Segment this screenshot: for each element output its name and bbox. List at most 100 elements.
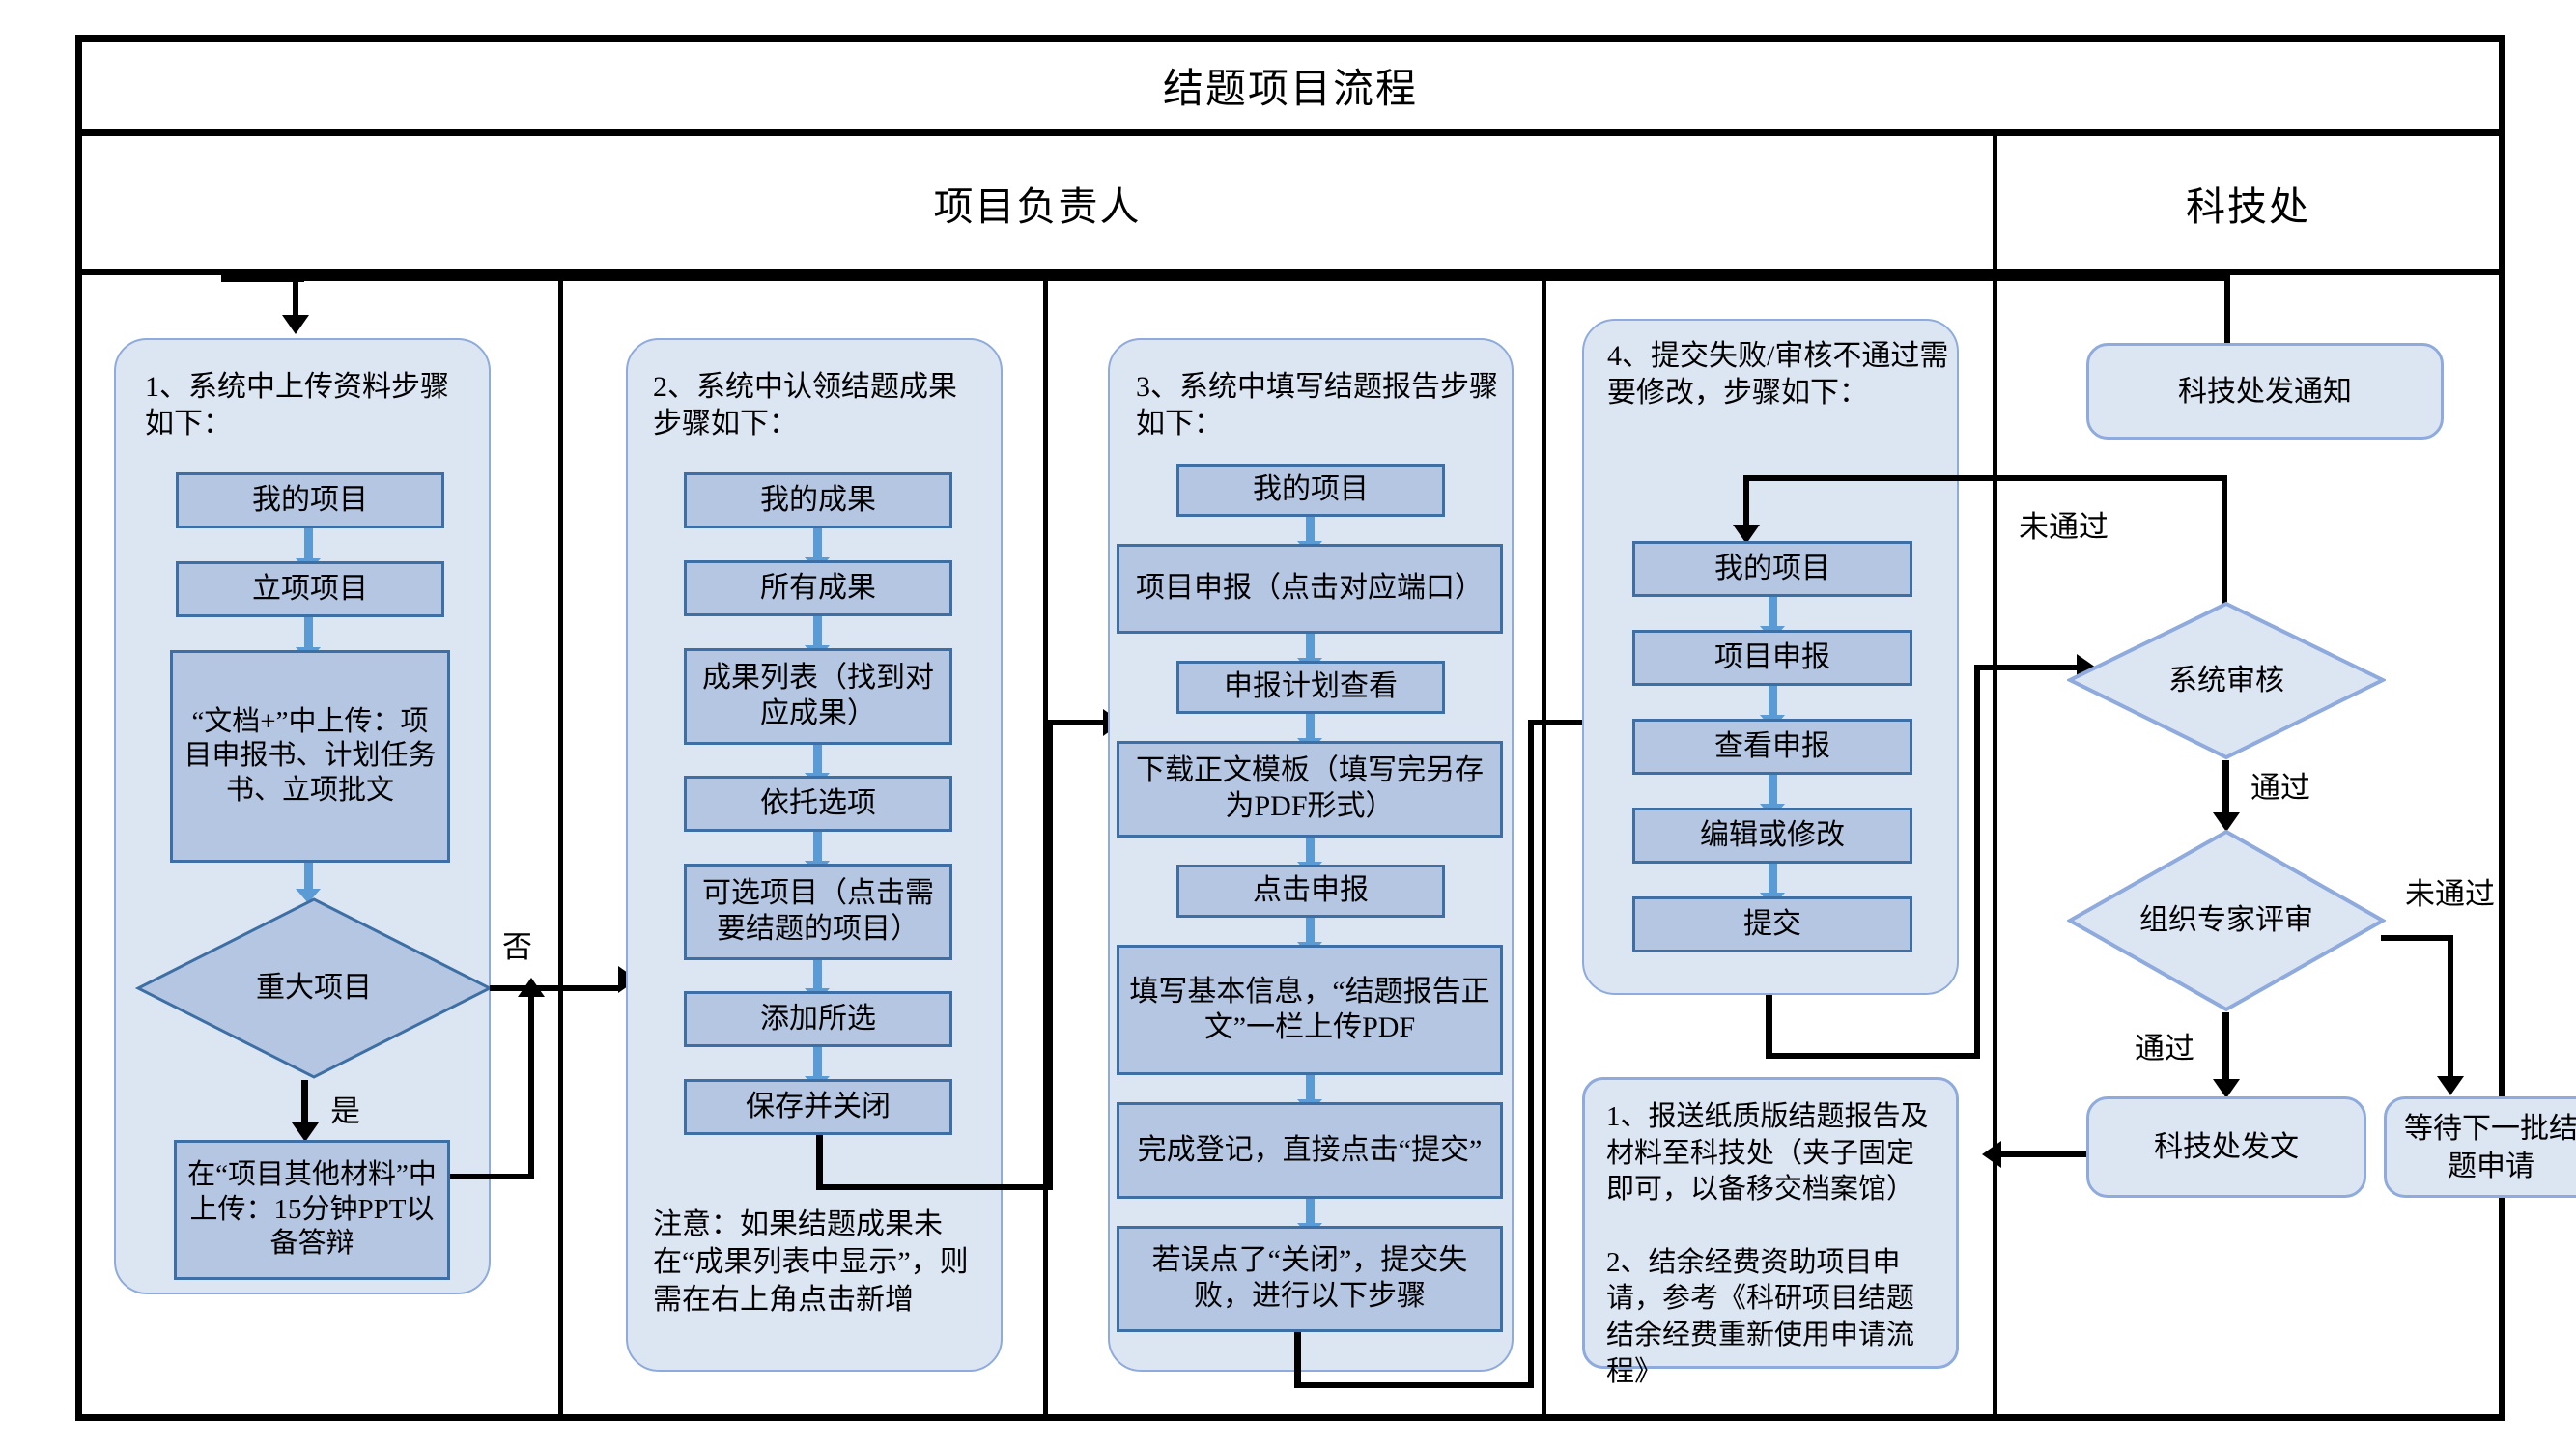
col3-exit-line-h (1294, 1382, 1534, 1388)
notice-top-line-v (2224, 275, 2230, 343)
col1-arrow-3 (304, 863, 313, 892)
col2-heading: 2、系统中认领结题成果步骤如下： (653, 371, 957, 440)
frame-header-divider (75, 269, 2505, 275)
office-decision1-label: 系统审核 (2168, 664, 2284, 696)
col1-decision-major-project[interactable]: 重大项目 (135, 896, 493, 1080)
col2-step-1[interactable]: 我的成果 (684, 472, 952, 528)
col3-arrow-6 (1306, 1075, 1315, 1101)
office-notice-box[interactable]: 科技处发通知 (2086, 343, 2444, 440)
frame-top-border (75, 35, 2505, 42)
col3-arrow-5 (1306, 918, 1315, 944)
col3-exit-line-up (1528, 720, 1534, 1388)
office-decision2-label: 组织专家评审 (2139, 904, 2313, 937)
lane-header-office: 科技处 (2186, 184, 2310, 229)
col2-step-2[interactable]: 所有成果 (684, 560, 952, 616)
review2-fail-arrowhead (2437, 1076, 2464, 1095)
col3-heading: 3、系统中填写结题报告步骤如下： (1136, 371, 1498, 440)
office-decision-system-review[interactable]: 系统审核 (2067, 601, 2386, 760)
col2-arrow-4 (813, 832, 822, 863)
col2-exit-line-to-col3 (1047, 720, 1105, 725)
col2-step-7[interactable]: 保存并关闭 (684, 1079, 952, 1135)
col1-step-1[interactable]: 我的项目 (176, 472, 444, 528)
col1-entry-line-v (293, 276, 298, 317)
col4-heading: 4、提交失败/审核不通过需要修改，步骤如下： (1607, 340, 1949, 410)
office-decision-expert-review[interactable]: 组织专家评审 (2067, 829, 2386, 1012)
col4-step-3[interactable]: 查看申报 (1632, 719, 1912, 775)
col4-exit-line-to-review (1974, 665, 2082, 670)
col3-exit-line-v (1294, 1332, 1301, 1388)
office-to-final-arrowhead (1982, 1141, 2001, 1168)
column-divider-1 (558, 275, 563, 1414)
col4-final-note: 1、报送纸质版结题报告及材料至科技处（夹子固定即可，以备移交档案馆） 2、结余经… (1582, 1077, 1959, 1387)
col1-loop-line-h (450, 1174, 534, 1179)
col3-step-2[interactable]: 项目申报（点击对应端口） (1117, 544, 1503, 634)
page-title: 结题项目流程 (1162, 68, 1418, 112)
col3-step-3[interactable]: 申报计划查看 (1176, 661, 1445, 714)
col1-no-line-h (490, 985, 620, 991)
col4-step-5[interactable]: 提交 (1632, 896, 1912, 952)
column-divider-3 (1542, 275, 1546, 1414)
column-divider-2 (1043, 275, 1048, 1414)
frame-right-border (2499, 35, 2505, 1421)
col3-step-4[interactable]: 下载正文模板（填写完另存为PDF形式） (1117, 741, 1503, 838)
col4-exit-line-h (1766, 1053, 1980, 1059)
col1-arrow-2 (304, 617, 313, 649)
review1-pass-arrowhead (2213, 812, 2240, 832)
col4-step-1[interactable]: 我的项目 (1632, 541, 1912, 597)
col3-arrow-2 (1306, 634, 1315, 660)
col2-arrow-3 (813, 745, 822, 775)
review2-fail-line-h (2381, 935, 2453, 941)
col2-step-3[interactable]: 成果列表（找到对应成果） (684, 648, 952, 745)
col3-step-7[interactable]: 完成登记，直接点击“提交” (1117, 1102, 1503, 1199)
col4-arrow-1 (1769, 597, 1777, 628)
col1-major-step[interactable]: 在“项目其他材料”中上传：15分钟PPT以备答辩 (174, 1140, 450, 1280)
col4-exit-line-up (1974, 665, 1980, 1059)
col1-loop-line-v (528, 995, 534, 1179)
col3-arrow-7 (1306, 1199, 1315, 1225)
frame-bottom-border (75, 1414, 2505, 1421)
col3-step-5[interactable]: 点击申报 (1176, 865, 1445, 918)
review2-pass-line (2222, 1012, 2229, 1083)
col2-step-6[interactable]: 添加所选 (684, 991, 952, 1047)
col2-note: 注意：如果结题成果未在“成果列表中显示”，则需在右上角点击新增 (653, 1208, 969, 1316)
col4-step-4[interactable]: 编辑或修改 (1632, 808, 1912, 864)
col1-loop-arrowhead (518, 978, 545, 997)
col1-no-label: 否 (502, 930, 532, 964)
office-result-fail-box[interactable]: 等待下一批结题申请 (2384, 1096, 2576, 1198)
lane-divider-owner-office (1993, 136, 1997, 1414)
frame-left-border (75, 35, 82, 1421)
col4-return-line-v (1743, 475, 1749, 528)
notice-top-line-h (221, 275, 2230, 281)
review1-pass-line (2222, 760, 2229, 816)
col4-return-line-h (1743, 475, 2003, 481)
review2-pass-arrowhead (2213, 1079, 2240, 1098)
col2-arrow-2 (813, 616, 822, 647)
col1-decision-label: 重大项目 (256, 972, 372, 1005)
col3-step-8[interactable]: 若误点了“关闭”，提交失败，进行以下步骤 (1117, 1226, 1503, 1332)
col1-yes-arrowhead (292, 1122, 319, 1142)
col4-return-arrowhead (1733, 525, 1760, 544)
col2-step-4[interactable]: 依托选项 (684, 776, 952, 832)
col2-step-5[interactable]: 可选项目（点击需要结题的项目） (684, 864, 952, 960)
col2-exit-line-up (1047, 720, 1053, 1190)
review1-fail-line-h (2002, 475, 2227, 481)
col2-arrow-1 (813, 528, 822, 559)
col3-step-1[interactable]: 我的项目 (1176, 464, 1445, 517)
col1-step-2[interactable]: 立项项目 (176, 561, 444, 617)
col3-arrow-1 (1306, 517, 1315, 543)
col1-yes-line (301, 1080, 308, 1126)
col2-arrow-5 (813, 960, 822, 990)
col2-arrow-6 (813, 1047, 822, 1078)
col3-exit-line-to-col4 (1528, 720, 1584, 725)
review2-fail-line-v (2448, 935, 2453, 1080)
col4-exit-line-v (1766, 995, 1772, 1059)
col1-arrow-1 (304, 528, 313, 560)
col1-step-3[interactable]: “文档+”中上传：项目申报书、计划任务书、立项批文 (170, 650, 450, 863)
col4-arrow-4 (1769, 864, 1777, 895)
col3-step-6[interactable]: 填写基本信息，“结题报告正文”一栏上传PDF (1117, 945, 1503, 1075)
col4-step-2[interactable]: 项目申报 (1632, 630, 1912, 686)
col1-heading: 1、系统中上传资料步骤如下： (145, 371, 449, 440)
lane-header-owner: 项目负责人 (933, 184, 1142, 229)
office-result-pass-box[interactable]: 科技处发文 (2086, 1096, 2366, 1198)
